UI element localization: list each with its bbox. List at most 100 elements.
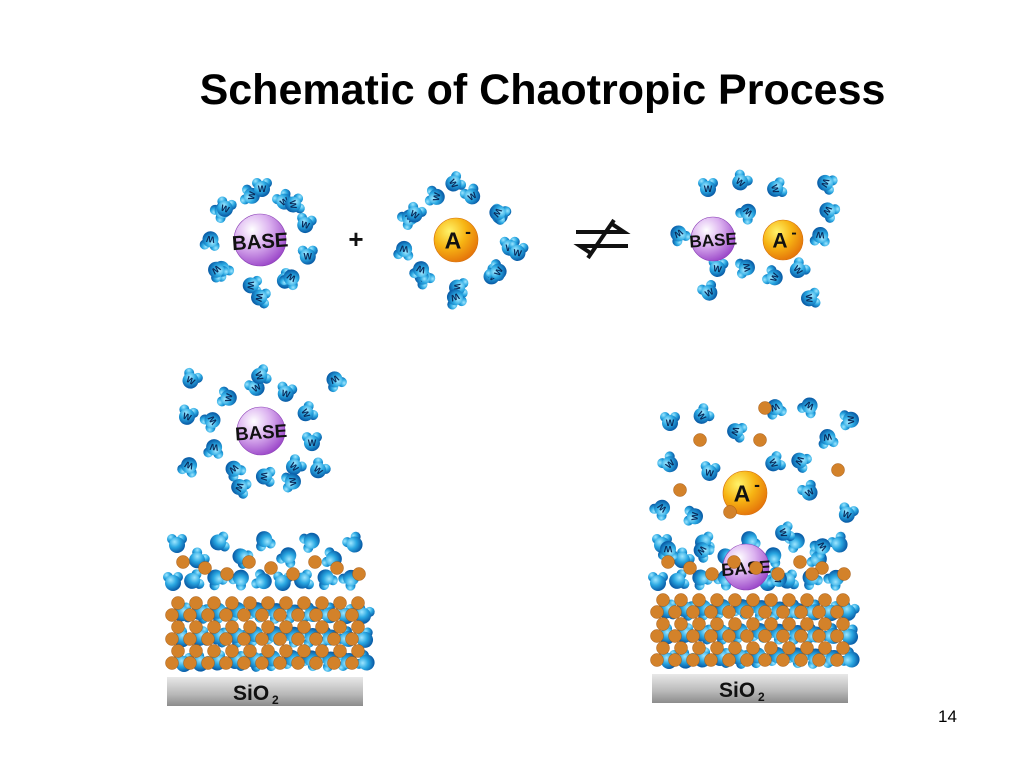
silica-particle bbox=[291, 632, 305, 646]
silica-particle bbox=[315, 596, 329, 610]
silica-particle bbox=[686, 605, 700, 619]
water-molecule: W bbox=[767, 177, 788, 197]
silica-particle bbox=[728, 617, 742, 631]
water-molecule: W bbox=[297, 401, 319, 422]
silica-particle bbox=[794, 629, 808, 643]
silica-particle bbox=[309, 632, 323, 646]
water-molecule: W bbox=[182, 367, 203, 389]
water-molecule: W bbox=[670, 225, 691, 247]
silica-particle bbox=[225, 620, 239, 634]
water-molecule: W bbox=[255, 466, 276, 487]
base-label: BASE bbox=[234, 420, 287, 445]
anion-label: A bbox=[772, 230, 787, 253]
water-label: W bbox=[300, 219, 311, 231]
silica-particle bbox=[650, 605, 664, 619]
water-molecule: W bbox=[252, 178, 272, 197]
silica-particle bbox=[261, 620, 275, 634]
plus-sign: + bbox=[348, 224, 363, 254]
silica-particle bbox=[273, 632, 287, 646]
water-molecule bbox=[207, 569, 228, 591]
silica-particle bbox=[165, 656, 179, 670]
silica-particle bbox=[351, 620, 365, 634]
silica-particle bbox=[243, 620, 257, 634]
silica-particle bbox=[746, 593, 760, 607]
silica-particle bbox=[308, 555, 322, 569]
silica-particle bbox=[668, 653, 682, 667]
silica-particle bbox=[758, 653, 772, 667]
water-molecule: W bbox=[809, 227, 830, 247]
silica-particle bbox=[279, 644, 293, 658]
water-molecule: W bbox=[446, 289, 467, 310]
silica-particle bbox=[758, 401, 772, 415]
silica-particle bbox=[805, 567, 819, 581]
silica-particle bbox=[728, 641, 742, 655]
water-molecule: W bbox=[489, 204, 511, 225]
silica-particle bbox=[656, 593, 670, 607]
water-molecule bbox=[167, 534, 187, 553]
water-molecule: W bbox=[801, 287, 821, 308]
silica-particle bbox=[758, 629, 772, 643]
silica-particle bbox=[264, 561, 278, 575]
silica-particle bbox=[782, 641, 796, 655]
silica-particle bbox=[722, 653, 736, 667]
silica-particle bbox=[333, 596, 347, 610]
water-molecule: W bbox=[297, 245, 318, 265]
silica-particle bbox=[710, 617, 724, 631]
water-molecule: W bbox=[819, 202, 841, 223]
silica-particle bbox=[327, 656, 341, 670]
silica-particle bbox=[749, 561, 763, 575]
silica-particle bbox=[237, 608, 251, 622]
silica-particle bbox=[704, 629, 718, 643]
silica-particle bbox=[683, 561, 697, 575]
silica-particle bbox=[165, 632, 179, 646]
water-label: W bbox=[815, 230, 825, 241]
water-label: W bbox=[308, 438, 317, 448]
silica-particle bbox=[220, 567, 234, 581]
water-molecule: W bbox=[765, 451, 786, 472]
water-label: W bbox=[666, 418, 675, 428]
water-label: W bbox=[704, 467, 715, 479]
water-molecule bbox=[342, 531, 363, 553]
symbols: + bbox=[348, 218, 631, 260]
water-molecule: W bbox=[406, 201, 427, 223]
silica-particle bbox=[830, 629, 844, 643]
silica-particle bbox=[800, 617, 814, 631]
water-molecule bbox=[256, 531, 276, 552]
water-molecule: W bbox=[735, 258, 755, 279]
silica-particle bbox=[723, 505, 737, 519]
substrate-label: SiO bbox=[719, 679, 755, 702]
silica-particle bbox=[201, 632, 215, 646]
water-molecule: W bbox=[791, 452, 812, 473]
water-label: W bbox=[253, 370, 265, 382]
silica-particle bbox=[255, 608, 269, 622]
silica-particle bbox=[692, 593, 706, 607]
water-molecule: W bbox=[657, 451, 679, 473]
silica-particle bbox=[273, 656, 287, 670]
water-label: W bbox=[399, 243, 409, 254]
silica-particle bbox=[183, 656, 197, 670]
silica-particle bbox=[837, 567, 851, 581]
water-molecule: W bbox=[735, 203, 757, 225]
silica-particle bbox=[219, 632, 233, 646]
silica-particle bbox=[656, 617, 670, 631]
silica-particle bbox=[352, 567, 366, 581]
water-molecule: W bbox=[272, 188, 293, 210]
silica-particle bbox=[165, 608, 179, 622]
water-molecule: W bbox=[693, 403, 715, 424]
silica-particle bbox=[201, 608, 215, 622]
anion-charge: - bbox=[791, 225, 796, 242]
silica-particle bbox=[812, 605, 826, 619]
water-molecule bbox=[317, 569, 338, 591]
silica-particle bbox=[673, 483, 687, 497]
water-molecule: W bbox=[700, 461, 721, 481]
water-molecule: W bbox=[326, 371, 347, 393]
water-label: W bbox=[769, 401, 781, 414]
silica-particle bbox=[836, 617, 850, 631]
silica-particle bbox=[243, 644, 257, 658]
water-molecule: W bbox=[242, 275, 263, 296]
silica-particle bbox=[171, 644, 185, 658]
water-molecule: W bbox=[251, 364, 272, 385]
water-label: W bbox=[769, 183, 781, 194]
water-label: W bbox=[819, 177, 832, 189]
silica-particle bbox=[782, 617, 796, 631]
